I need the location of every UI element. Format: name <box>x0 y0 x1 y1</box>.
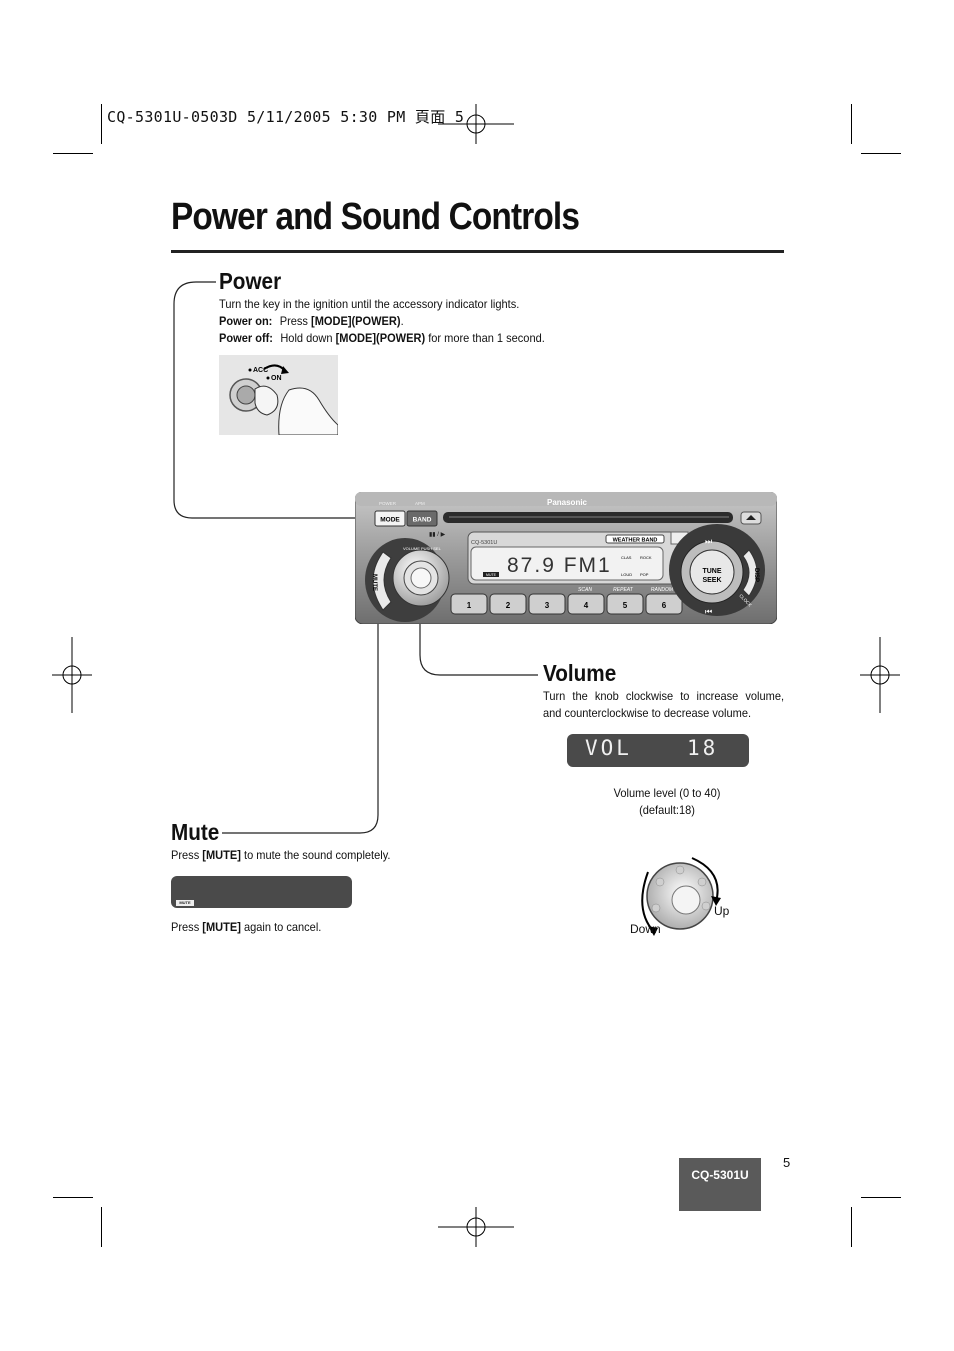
preset-label: 4 <box>584 601 589 610</box>
brand-logo: Panasonic <box>547 498 588 507</box>
page-number: 5 <box>783 1155 791 1170</box>
disp-label: DISP <box>753 568 759 582</box>
power-on-line: Power on: Press [MODE](POWER). <box>219 313 404 330</box>
title-rule <box>171 250 784 253</box>
display-readout: 87.9 FM1 <box>507 554 612 577</box>
power-top-label: POWER <box>379 501 397 506</box>
preset-label: 3 <box>545 601 550 610</box>
mute-cancel-pre: Press <box>171 920 203 934</box>
mute-post: to mute the sound completely. <box>240 848 391 862</box>
power-on-post: . <box>400 314 404 328</box>
mute-button-label: MUTE <box>371 574 377 591</box>
power-intro: Turn the key in the ignition until the a… <box>219 297 520 311</box>
volume-line2: and counterclockwise to decrease volume. <box>543 706 752 720</box>
key-on-label: ON <box>271 375 282 382</box>
page-title: Power and Sound Controls <box>171 196 580 238</box>
power-on-pre: Press <box>279 314 312 328</box>
preset-label: 5 <box>623 601 628 610</box>
svg-text:⏮: ⏮ <box>705 607 712 616</box>
model-tab: CQ-5301U <box>679 1158 761 1211</box>
preset-button-4[interactable]: 4 <box>567 593 605 615</box>
mute-heading: Mute <box>171 819 220 845</box>
mute-pre: Press <box>171 848 203 862</box>
band-button[interactable]: BAND <box>406 510 438 527</box>
mode-button-label: MODE <box>380 517 400 524</box>
volume-heading: Volume <box>543 660 617 686</box>
model-label: CQ-5301U <box>471 540 497 546</box>
volume-lcd-value: 18 <box>687 736 719 760</box>
tune-label: TUNE <box>702 568 721 575</box>
tune-seek-button[interactable]: TUNE SEEK <box>680 540 744 604</box>
preset-button-3[interactable]: 3 <box>528 593 566 615</box>
power-on-label: Power on: <box>219 314 273 328</box>
tag-pop: POP <box>640 572 649 577</box>
power-off-key: [MODE](POWER) <box>335 331 426 345</box>
mode-button[interactable]: MODE <box>374 510 406 527</box>
volume-line1: Turn the knob clockwise to increase volu… <box>543 689 785 703</box>
mute-cancel-key: [MUTE] <box>202 920 241 934</box>
mute-cancel: Press [MUTE] again to cancel. <box>171 919 321 936</box>
mute-key: [MUTE] <box>202 848 241 862</box>
volume-lcd-label: VOL <box>585 736 632 760</box>
volume-caption-2: (default:18) <box>639 803 695 817</box>
mute-button[interactable]: MUTE <box>371 551 392 611</box>
power-off-line: Power off: Hold down [MODE](POWER) for mo… <box>219 330 545 347</box>
random-label: RANDOM <box>651 587 674 593</box>
volume-knob-illustration <box>641 857 721 936</box>
power-off-pre: Hold down <box>280 331 336 345</box>
disp-button[interactable]: DISP <box>742 549 759 597</box>
power-heading: Power <box>219 268 282 294</box>
volume-caption-1: Volume level (0 to 40) <box>613 786 721 800</box>
key-acc-label: ACC <box>253 367 268 374</box>
preset-button-2[interactable]: 2 <box>489 593 527 615</box>
preset-label: 1 <box>467 601 472 610</box>
mute-lcd: MUTE <box>171 876 352 908</box>
volume-up-label: Up <box>714 904 730 918</box>
band-button-label: BAND <box>413 517 432 524</box>
weather-band-label: WEATHER BAND <box>613 538 658 544</box>
print-header: CQ-5301U-0503D 5/11/2005 5:30 PM 頁面 5 <box>107 108 465 126</box>
preset-button-5[interactable]: 5 <box>606 593 644 615</box>
power-on-key: [MODE](POWER) <box>311 314 401 328</box>
svg-text:⏭: ⏭ <box>705 537 712 546</box>
mute-lcd-indicator: MUTE <box>176 900 194 906</box>
car-stereo-faceplate: Panasonic POWER APM MODE BAND MUTE VOLUM… <box>355 492 777 624</box>
volume-down-label: Down <box>630 922 661 936</box>
apm-top-label: APM <box>415 501 425 506</box>
preset-button-1[interactable]: 1 <box>450 593 488 615</box>
mute-instruction: Press [MUTE] to mute the sound completel… <box>171 847 390 864</box>
svg-text:▮▮ / ▶: ▮▮ / ▶ <box>429 532 446 538</box>
preset-label: 2 <box>506 601 511 610</box>
tag-loud: LOUD <box>621 572 632 577</box>
tag-clas: CLAS <box>621 555 632 560</box>
ignition-key-illustration: ACC ON <box>219 355 338 435</box>
preset-label: 6 <box>662 601 667 610</box>
volume-knob[interactable] <box>392 549 450 607</box>
mute-cancel-post: again to cancel. <box>240 920 322 934</box>
scan-label: SCAN <box>578 587 592 593</box>
tag-rock: ROCK <box>640 555 652 560</box>
volume-lcd: VOL 18 <box>567 734 749 767</box>
repeat-label: REPEAT <box>613 587 634 593</box>
preset-button-6[interactable]: 6 <box>645 593 683 615</box>
power-off-label: Power off: <box>219 331 273 345</box>
seek-label: SEEK <box>702 577 721 584</box>
display-mute-indicator: MUTE <box>486 573 497 577</box>
power-off-post: for more than 1 second. <box>425 331 545 345</box>
volume-knob-label: VOLUME PUSH SEL <box>403 546 442 551</box>
